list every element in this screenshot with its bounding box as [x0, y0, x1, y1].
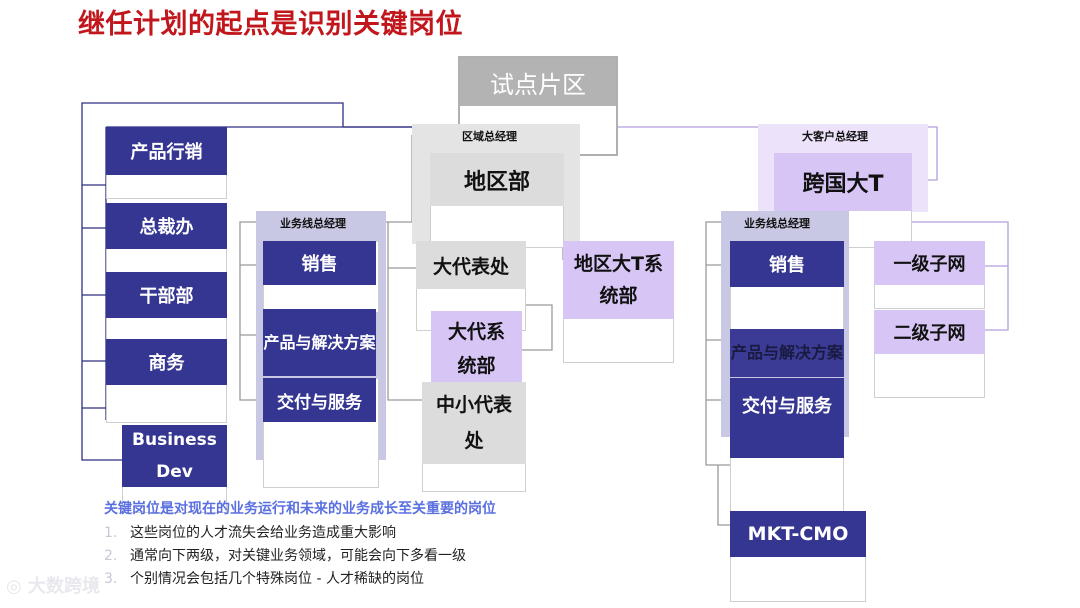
ka-line: [717, 465, 730, 526]
note-text: 这些岗位的人才流失会给业务造成重大影响: [130, 525, 396, 541]
left-item-commerce: 商务: [106, 339, 227, 385]
ka-line: [874, 221, 1009, 331]
region-bl-sales: 销售: [263, 241, 376, 285]
ka-bl-sales: 销售: [730, 241, 844, 287]
ka-bl-delivery-service: 交付与服务: [730, 378, 844, 458]
note-number: 3.: [104, 571, 118, 587]
note-item-3: 3. 个别情况会包括几个特殊岗位 - 人才稀缺的岗位: [104, 568, 424, 588]
left-tree-line: [81, 102, 344, 186]
region-dept: 地区部: [430, 153, 564, 206]
region-line: [522, 304, 553, 351]
left-item-president-office: 总裁办: [106, 203, 227, 249]
rep-large-system-dept: 大代系统部: [431, 311, 522, 387]
mkt-cmo: MKT-CMO: [730, 511, 866, 557]
key-position-definition: 关键岗位是对现在的业务运行和未来的业务成长至关重要的岗位: [104, 501, 496, 517]
note-number: 1.: [104, 525, 118, 541]
left-item-product-marketing: 产品行销: [106, 127, 227, 175]
watermark-text: 大数跨境: [27, 576, 100, 597]
ka-head-label: 大客户总经理: [802, 130, 868, 143]
note-number: 2.: [104, 548, 118, 564]
subnet-level-1: 一级子网: [874, 241, 985, 285]
region-line: [387, 222, 422, 401]
left-item-business-dev: Business Dev: [122, 425, 227, 487]
note-item-1: 1. 这些岗位的人才流失会给业务造成重大影响: [104, 522, 396, 542]
watermark-logo-icon: ◎: [6, 576, 28, 597]
rep-large-office: 大代表处: [416, 241, 526, 289]
left-item-cadre-dept: 干部部: [106, 272, 227, 318]
region-head-label: 区域总经理: [462, 130, 517, 143]
note-text: 个别情况会包括几个特殊岗位 - 人才稀缺的岗位: [130, 571, 424, 587]
pilot-region-label: 试点片区: [460, 58, 616, 106]
left-tree-line: [81, 185, 122, 461]
subnet-level-2: 二级子网: [874, 310, 985, 354]
ka-bl-product-solutions: 产品与解决方案: [730, 329, 844, 377]
regional-big-t-dept: 地区大T系统部: [563, 241, 674, 319]
ka-dept-multinational-t: 跨国大T: [774, 153, 912, 211]
note-item-2: 2. 通常向下两级，对关键业务领域，可能会向下多看一级: [104, 545, 466, 565]
rep-small-office: 中小代表处: [422, 382, 526, 464]
region-bl-delivery-service: 交付与服务: [263, 378, 376, 422]
ka-business-line-label: 业务线总经理: [744, 217, 810, 230]
region-business-line-label: 业务线总经理: [280, 217, 346, 230]
region-bl-product-solutions: 产品与解决方案: [263, 309, 376, 376]
note-text: 通常向下两级，对关键业务领域，可能会向下多看一级: [130, 548, 466, 564]
watermark: ◎ 大数跨境: [6, 572, 100, 598]
page-title: 继任计划的起点是识别关键岗位: [78, 9, 463, 40]
